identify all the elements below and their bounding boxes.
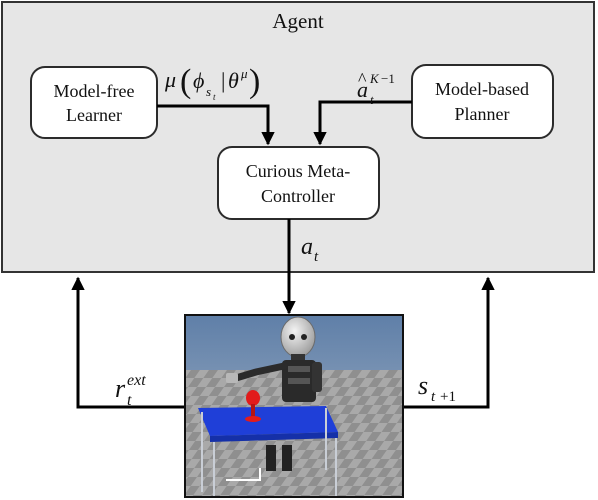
svg-text:θ: θ	[228, 68, 239, 93]
svg-text:a: a	[301, 234, 313, 260]
svg-text:): )	[249, 63, 260, 100]
model-free-line1: Model-free	[54, 81, 135, 101]
svg-text:^: ^	[358, 69, 367, 89]
controller-line1: Curious Meta-	[246, 161, 350, 181]
meta-controller-box: Curious Meta- Controller	[217, 146, 380, 220]
mu-arrow	[157, 104, 275, 146]
robot-environment-image	[184, 314, 404, 498]
svg-text:|: |	[221, 68, 225, 93]
a-hat-label: a ^ t K −1	[357, 69, 395, 107]
svg-text:μ: μ	[240, 66, 248, 81]
svg-text:μ: μ	[164, 67, 176, 92]
target-object-icon	[245, 390, 261, 422]
svg-text:s: s	[418, 371, 428, 400]
svg-text:a: a	[357, 77, 368, 102]
svg-text:t: t	[213, 92, 216, 102]
table-icon	[198, 406, 338, 497]
svg-text:s: s	[206, 84, 211, 99]
svg-text:(: (	[180, 63, 191, 100]
svg-text:+1: +1	[440, 389, 456, 405]
a-t-label: a t	[301, 234, 319, 265]
model-free-learner-box: Model-free Learner	[30, 66, 158, 139]
svg-text:ext: ext	[127, 372, 146, 389]
robot-icon	[226, 316, 322, 471]
model-based-line1: Model-based	[435, 79, 529, 99]
a-hat-arrow	[313, 100, 412, 146]
svg-text:t: t	[431, 389, 436, 405]
state-label: s t +1	[418, 371, 456, 405]
svg-text:ϕ: ϕ	[193, 68, 204, 93]
state-arrow	[403, 276, 495, 409]
svg-text:K: K	[369, 71, 380, 86]
svg-text:t: t	[127, 392, 132, 409]
svg-text:−1: −1	[381, 71, 395, 86]
svg-text:t: t	[314, 249, 319, 265]
svg-text:t: t	[370, 92, 374, 107]
model-free-line2: Learner	[66, 105, 122, 125]
svg-text:r: r	[115, 374, 126, 403]
mu-label: μ ( ϕ s t | θ μ )	[164, 63, 260, 102]
agent-title: Agent	[272, 9, 323, 33]
model-based-planner-box: Model-based Planner	[411, 64, 554, 139]
reward-label: r ext t	[115, 372, 146, 409]
controller-line2: Controller	[261, 186, 335, 206]
model-based-line2: Planner	[455, 104, 510, 124]
reward-arrow	[71, 276, 185, 409]
